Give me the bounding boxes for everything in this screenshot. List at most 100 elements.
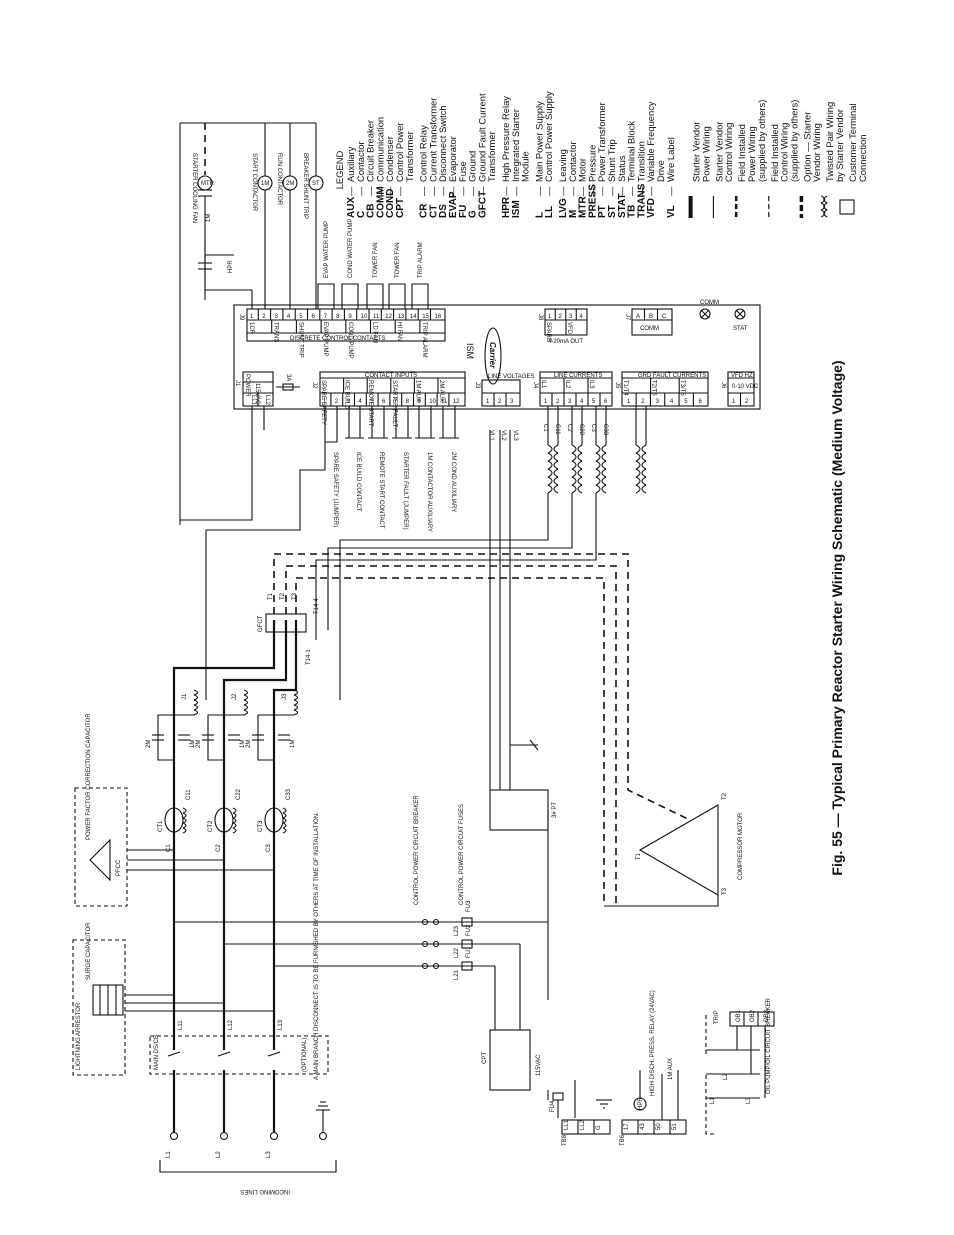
j2-group-3: STARTER FAULT — [391, 380, 397, 428]
legend: LEGEND AUX—AuxiliaryC—ContactorCB—Circui… — [334, 91, 868, 218]
j1-pin-ll1: LL1 — [250, 395, 256, 406]
fu4-label: FU4 — [550, 1100, 556, 1112]
j9-group-5: LD FAN — [372, 322, 378, 343]
j2-pin-6: 6 — [382, 399, 386, 405]
legend-dash-27: — — [665, 186, 676, 196]
legend-code-st: ST — [607, 205, 618, 218]
j9-pin-4: 4 — [287, 314, 291, 320]
output-label-0: EVAP WATER PUMP — [324, 221, 330, 278]
j1-conn: J1 — [234, 380, 240, 387]
hpr-coil-label: HPR — [638, 1097, 644, 1110]
input-label-3: STARTER FAULT (JUMPER) — [402, 452, 408, 530]
j7-label: COMM — [640, 326, 659, 332]
legend-symbol-4-1: Vendor Wiring — [811, 123, 822, 182]
ct-cc-2: C33 — [286, 788, 292, 800]
compressor-motor-label: COMPRESSOR MOTOR — [738, 812, 744, 880]
reactor-label-2: J3 — [282, 693, 288, 700]
legend-code-cpt: CPT — [395, 198, 406, 218]
coil-label-0: STARTER COOLING FAN — [191, 153, 197, 223]
legend-symbol-1-0: Starter Vendor — [713, 122, 724, 182]
carrier-logo-text: Carrier — [488, 342, 497, 369]
input-label-5: 2M COND AUXILIARY — [450, 452, 456, 512]
j4-pin-4: 4 — [580, 399, 584, 405]
j5-group-0: T1/T4 — [622, 380, 628, 396]
legend-dash-13: — — [500, 186, 511, 196]
tb8-pin-G: G — [596, 1125, 602, 1130]
j2-pin-11: 11 — [441, 399, 448, 405]
legend-symbol-3-1: Control Wiring — [779, 123, 790, 182]
j5-pin-6: 6 — [699, 399, 703, 405]
j4-group-2: IL3 — [588, 380, 594, 389]
j9-pin-8: 8 — [336, 314, 340, 320]
j2-pin-7: 7 — [394, 399, 398, 405]
legend-dash-22: — — [606, 186, 617, 196]
j8-pin-2: 2 — [559, 314, 563, 320]
legend-dash-10: — — [457, 186, 468, 196]
j1-pin-ll2: LL2 — [264, 395, 270, 406]
j9-pin-2: 2 — [262, 314, 266, 320]
legend-desc-16-0: Control Power Supply — [543, 91, 554, 182]
legend-code-cr: CR — [419, 203, 430, 218]
legend-code-lvg: LVG — [558, 198, 569, 218]
control-power-transformer: CPT 115VAC FU4 — [482, 1029, 612, 1118]
j9-group-0: 1CR — [248, 322, 254, 335]
legend-dash-1: — — [355, 186, 366, 196]
coil-label-1: START CONTACTOR — [251, 153, 257, 212]
j9-group-6: HI FAN — [396, 322, 402, 341]
j2-header: CONTACT INPUTS — [365, 373, 417, 379]
legend-code-m: M — [568, 210, 579, 218]
ct-cc-1: C22 — [236, 788, 242, 800]
legend-symbol-6-0: Customer Terminal — [847, 104, 858, 183]
ground-symbol — [316, 1101, 330, 1132]
j4-header: LINE CURRENTS — [554, 373, 602, 379]
lightning-arrestor-label: LIGHTNING ARRESTOR — [76, 1002, 82, 1070]
legend-code-ct: CT — [428, 205, 439, 218]
legend-symbol-1-1: Control Wiring — [723, 123, 734, 182]
legend-code-trans: TRANS — [636, 183, 647, 218]
gfct-label: GFCT — [258, 615, 264, 632]
coil-tag-2: 2M — [286, 181, 294, 187]
j9-group-1: TRANS — [273, 322, 279, 342]
legend-code-fu: FU — [458, 205, 469, 218]
trip-pin-OB1: OB1 — [736, 1009, 742, 1022]
j2-group-2: REMOTE START — [367, 380, 373, 427]
j5-conn: J5 — [614, 382, 620, 389]
feeder-l12: L12 — [228, 1019, 234, 1030]
legend-desc-19-0: Motor — [577, 158, 588, 182]
j2-group-0: SPARE SAFETY — [320, 380, 326, 425]
legend-dash-20: — — [586, 186, 597, 196]
legend-code-c: C — [356, 211, 367, 218]
vl-label-1: VL2 — [500, 430, 506, 441]
legend-dash-18: — — [567, 186, 578, 196]
j4-pin-1: 1 — [544, 399, 548, 405]
j2-pin-12: 12 — [453, 399, 460, 405]
j2-conn: J2 — [311, 382, 317, 389]
cp-breaker-label: CONTROL POWER CIRCUIT BREAKER — [414, 795, 420, 905]
j1-header: POWER — [244, 374, 250, 397]
legend-code-pt: PT — [597, 205, 608, 218]
j4-group-0: IL1 — [540, 380, 546, 389]
mtr-1m-contact-label: 1M — [206, 214, 212, 222]
incoming-l2: L2 — [216, 1151, 222, 1158]
legend-symbol-5-1: by Starter Vendor — [834, 109, 845, 182]
j2-pin-5: 5 — [370, 399, 374, 405]
legend-dash-9: — — [447, 186, 458, 196]
legend-symbol-4-0: Option — Starter — [801, 112, 812, 182]
ct-wire-5: C33 — [602, 424, 608, 436]
aux-1m-label: 1M AUX — [668, 1058, 674, 1080]
j9-group-3: EVAP PUMP — [322, 322, 328, 356]
ism-comm-led: COMM — [699, 300, 719, 320]
legend-desc-5-0: Control Power — [394, 123, 405, 182]
j5-header: GRD FAULT CURRENTS — [638, 373, 706, 379]
oil-breaker-label: OIL PUMP/OIL CIRCUIT BREAKER — [766, 998, 772, 1094]
legend-desc-7-0: Current Transformer — [427, 98, 438, 182]
j2-pin-4: 4 — [358, 399, 362, 405]
disconnect-note: A MAIN BRANCH DISCONNECT IS TO BE FURNIS… — [314, 812, 320, 1080]
legend-dash-16: — — [543, 186, 554, 196]
ct-label-0: CT1 — [158, 820, 164, 832]
incoming-lines-label: INCOMING LINES — [240, 1188, 290, 1194]
legend-dash-7: — — [427, 186, 438, 196]
